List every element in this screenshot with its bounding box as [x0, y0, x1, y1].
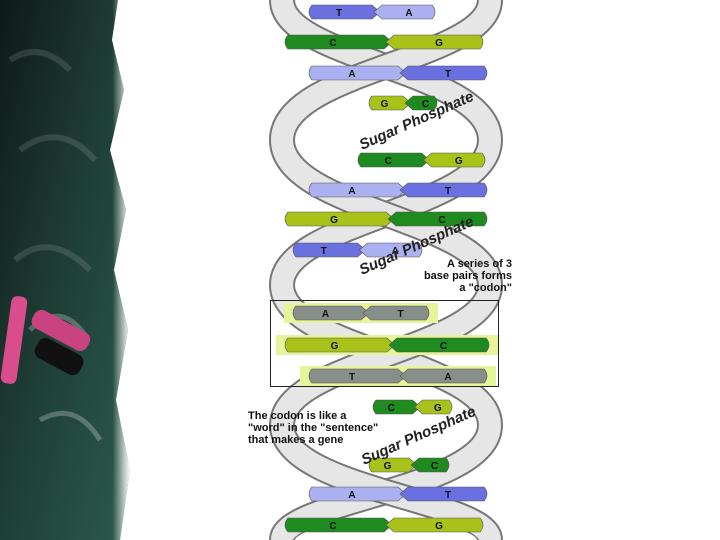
codon-caption: A series of 3 base pairs forms a "codon": [400, 258, 512, 294]
base-right-letter: C: [431, 461, 438, 472]
base-left-letter: A: [322, 309, 329, 320]
base-right-letter: G: [434, 403, 442, 414]
base-right-letter: T: [445, 186, 451, 197]
base-left: [284, 517, 393, 533]
base-right-letter: A: [444, 372, 451, 383]
base-right-letter: C: [438, 215, 445, 226]
base-left-letter: C: [385, 156, 392, 167]
base-right: [399, 486, 488, 502]
base-left: [308, 4, 381, 20]
base-right-letter: T: [445, 69, 451, 80]
base-right: [373, 4, 436, 20]
base-right: [362, 305, 430, 321]
base-left: [308, 65, 407, 81]
base-right: [385, 34, 484, 50]
base-right-letter: T: [397, 309, 403, 320]
base-left-letter: A: [348, 490, 355, 501]
base-right-letter: G: [435, 521, 443, 532]
sugar-phosphate-backbone: [268, 0, 504, 540]
base-right: [359, 242, 423, 258]
codon-highlight-box: [270, 300, 499, 387]
base-left-letter: G: [384, 461, 392, 472]
base-right: [387, 211, 488, 227]
base-left-letter: T: [349, 372, 355, 383]
base-right-letter: G: [455, 156, 463, 167]
base-left-letter: C: [388, 403, 395, 414]
base-left-letter: C: [329, 521, 336, 532]
base-right: [410, 457, 450, 473]
base-right-letter: G: [435, 38, 443, 49]
codon-caption-line-3: a "codon": [459, 282, 512, 294]
base-right: [399, 368, 488, 384]
codon-caption-line-2: base pairs forms: [423, 270, 512, 282]
base-right: [385, 517, 484, 533]
base-left: [292, 242, 366, 258]
base-right-letter: C: [422, 99, 429, 110]
base-right: [404, 95, 438, 111]
base-left-letter: A: [348, 69, 355, 80]
base-right: [388, 337, 490, 353]
base-left: [308, 182, 407, 198]
codon-caption-line-1: A series of 3: [446, 258, 512, 270]
base-left-letter: G: [331, 341, 339, 352]
base-left-letter: T: [321, 246, 327, 257]
base-right-letter: A: [405, 8, 412, 19]
base-right: [399, 182, 488, 198]
base-left-letter: G: [381, 99, 389, 110]
base-left: [308, 486, 407, 502]
base-right: [399, 65, 488, 81]
base-right-letter: C: [440, 341, 447, 352]
word-caption-line-3: that makes a gene: [248, 434, 344, 446]
base-left-letter: A: [348, 186, 355, 197]
base-right: [423, 152, 486, 168]
base-left-letter: G: [330, 215, 338, 226]
word-caption-line-2: "word" in the "sentence": [248, 422, 379, 434]
base-left: [284, 211, 395, 227]
base-left-letter: C: [329, 38, 336, 49]
base-right-letter: A: [392, 246, 399, 257]
chalk-pieces: [0, 296, 91, 384]
base-right-letter: T: [445, 490, 451, 501]
word-caption: The codon is like a "word" in the "sente…: [248, 410, 398, 446]
base-right: [414, 399, 453, 415]
base-left: [284, 34, 393, 50]
base-left: [357, 152, 430, 168]
chalkboard-background: [0, 0, 130, 540]
base-left-letter: T: [336, 8, 342, 19]
word-caption-line-1: The codon is like a: [248, 410, 347, 422]
